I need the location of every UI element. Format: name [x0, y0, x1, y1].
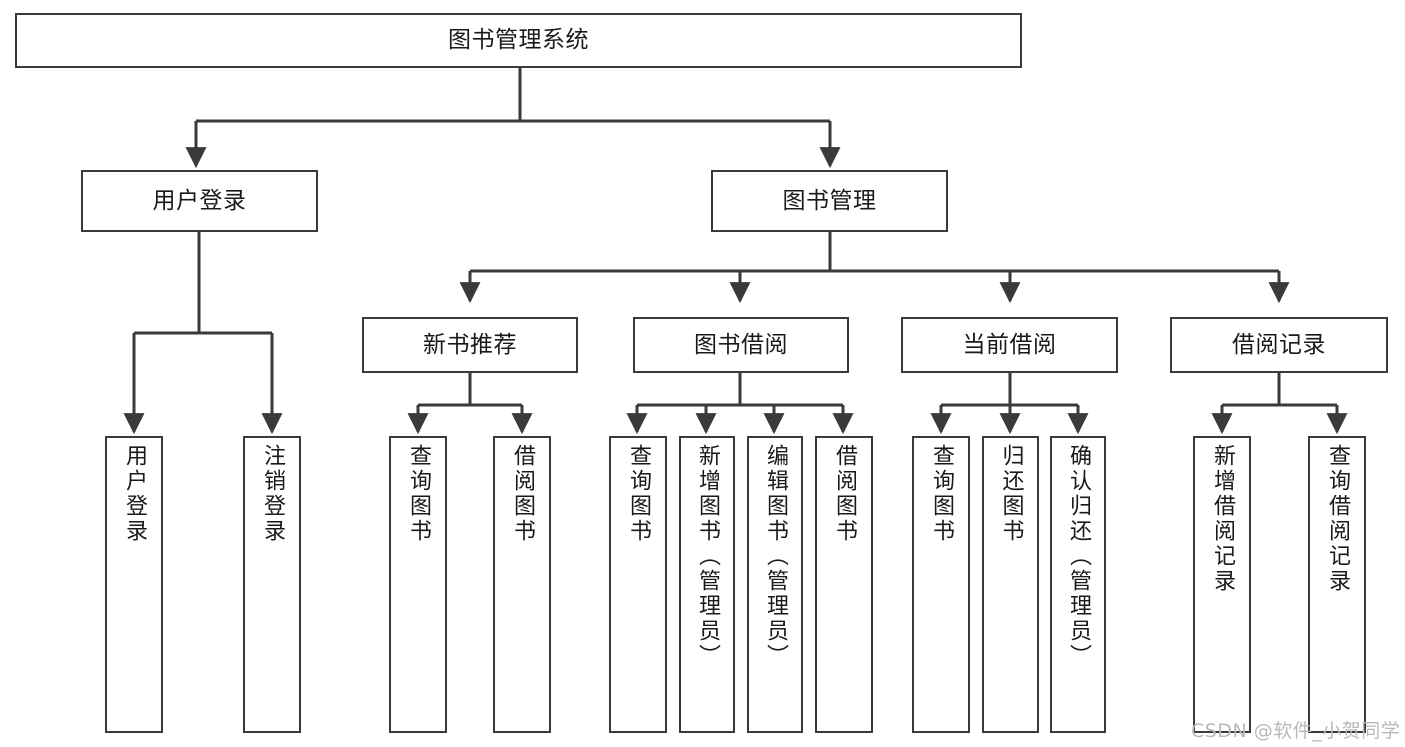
node-label: 图书管理	[782, 187, 877, 214]
node-book-borrow[interactable]: 图书借阅	[633, 317, 849, 373]
node-book-management[interactable]: 图书管理	[711, 170, 948, 232]
node-label: 查询借阅记录	[1325, 444, 1350, 594]
node-label: 新书推荐	[423, 331, 517, 358]
node-label: 查询图书	[406, 444, 431, 544]
node-label: 图书借阅	[694, 331, 788, 358]
leaf-user-login-login[interactable]: 用户登录	[105, 436, 163, 733]
leaf-user-login-logout[interactable]: 注销登录	[243, 436, 301, 733]
leaf-new-book-borrow-book[interactable]: 借阅图书	[493, 436, 551, 733]
node-label: 用户登录	[122, 444, 147, 544]
node-user-login[interactable]: 用户登录	[81, 170, 318, 232]
node-label: 借阅图书	[832, 444, 857, 544]
node-label: 借阅记录	[1232, 331, 1326, 358]
leaf-current-borrow-confirm-return[interactable]: 确认归还（管理员）	[1050, 436, 1106, 733]
node-label: 归还图书	[998, 444, 1024, 544]
node-label: 当前借阅	[962, 331, 1057, 358]
node-label: 用户登录	[152, 187, 247, 214]
node-borrow-record[interactable]: 借阅记录	[1170, 317, 1388, 373]
leaf-book-borrow-edit-book[interactable]: 编辑图书（管理员）	[747, 436, 803, 733]
leaf-borrow-record-add-record[interactable]: 新增借阅记录	[1193, 436, 1251, 733]
leaf-current-borrow-query-book[interactable]: 查询图书	[912, 436, 970, 733]
node-label: 借阅图书	[510, 444, 535, 544]
node-root-system[interactable]: 图书管理系统	[15, 13, 1022, 68]
leaf-book-borrow-borrow-book[interactable]: 借阅图书	[815, 436, 873, 733]
node-label: 编辑图书（管理员）	[763, 444, 788, 669]
leaf-book-borrow-query-book[interactable]: 查询图书	[609, 436, 667, 733]
node-label: 新增图书（管理员）	[695, 444, 720, 669]
node-label: 确认归还（管理员）	[1066, 444, 1091, 669]
leaf-borrow-record-query-record[interactable]: 查询借阅记录	[1308, 436, 1366, 733]
leaf-new-book-query-book[interactable]: 查询图书	[389, 436, 447, 733]
leaf-book-borrow-add-book[interactable]: 新增图书（管理员）	[679, 436, 735, 733]
node-label: 查询图书	[626, 444, 651, 544]
node-label: 新增借阅记录	[1210, 444, 1235, 594]
leaf-current-borrow-return-book[interactable]: 归还图书	[982, 436, 1039, 733]
node-label: 图书管理系统	[448, 27, 589, 54]
node-current-borrow[interactable]: 当前借阅	[901, 317, 1118, 373]
node-new-book-recommend[interactable]: 新书推荐	[362, 317, 578, 373]
node-label: 查询图书	[929, 444, 954, 544]
node-label: 注销登录	[260, 444, 285, 544]
